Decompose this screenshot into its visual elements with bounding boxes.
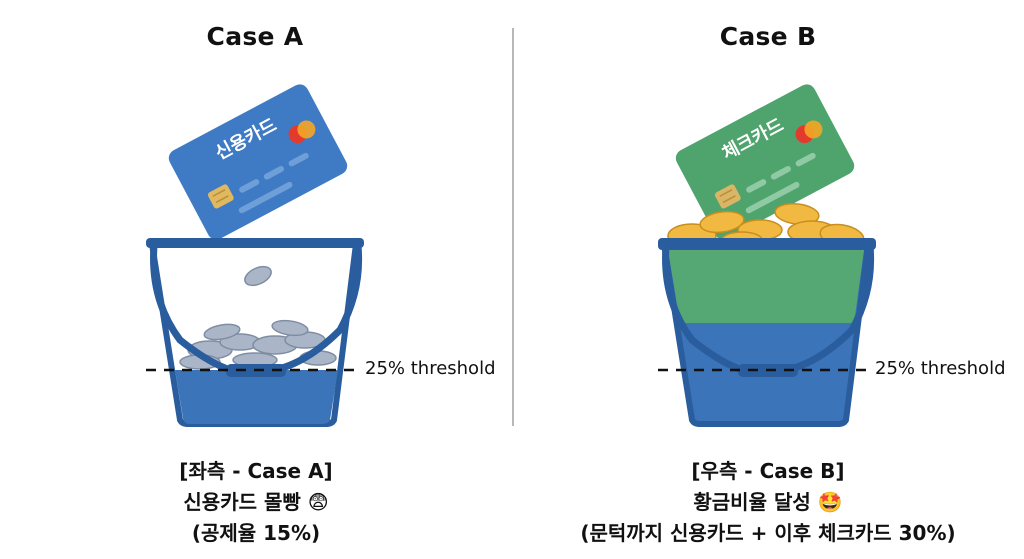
case-b-title: Case B (719, 22, 817, 51)
case-b-caption-line3: (문턱까지 신용카드 + 이후 체크카드 30%) (580, 521, 956, 545)
case-a-caption-line3: (공제율 15%) (191, 521, 321, 545)
case-a-panel: Case A 신용카드 (0, 22, 512, 549)
case-a-title: Case A (206, 22, 304, 51)
case-b-threshold-label: 25% threshold (875, 358, 1006, 379)
case-b-caption-line1: [우측 - Case B] (691, 459, 845, 483)
case-a-illustration: 신용카드 (146, 84, 364, 427)
case-b-panel: Case B 체크카드 (512, 0, 1024, 559)
case-b-caption: [우측 - Case B] 황금비율 달성 🤩 (문턱까지 신용카드 + 이후 … (482, 456, 1024, 549)
credit-card-icon: 신용카드 (168, 84, 348, 240)
case-a-threshold-label: 25% threshold (365, 358, 496, 379)
case-a-caption-line2: 신용카드 몰빵 😨 (183, 490, 329, 514)
center-divider (512, 28, 514, 426)
check-card-icon: 체크카드 (675, 84, 855, 240)
case-a-caption: [좌측 - Case A] 신용카드 몰빵 😨 (공제율 15%) (0, 456, 512, 549)
case-a-caption-line1: [좌측 - Case A] (179, 459, 333, 483)
silver-coins-icon (179, 265, 337, 370)
case-b-caption-line2: 황금비율 달성 🤩 (693, 490, 843, 514)
case-b-illustration: 체크카드 (658, 84, 876, 427)
